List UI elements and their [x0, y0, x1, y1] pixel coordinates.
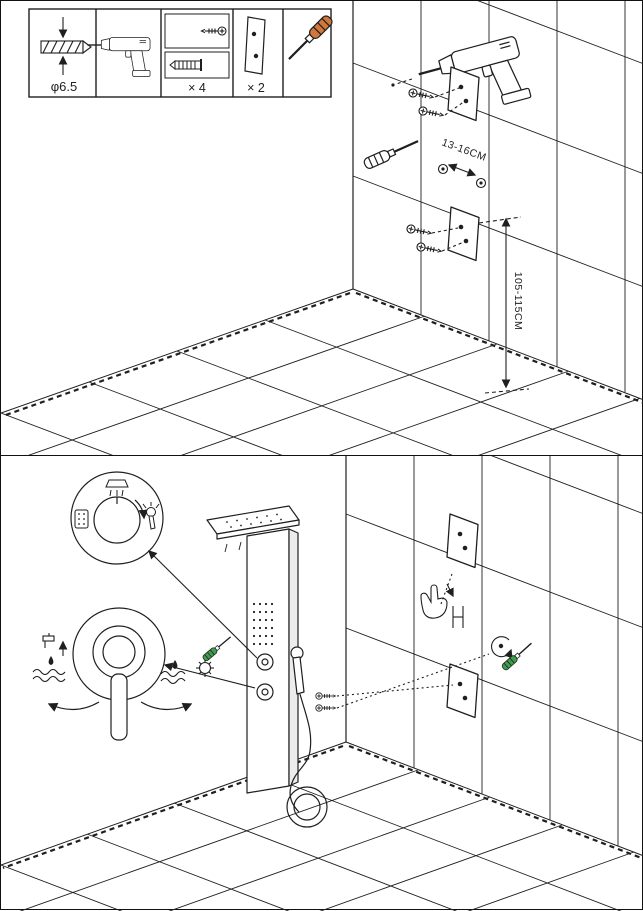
- screw-icon: [405, 223, 433, 238]
- dotted-guide-line: [336, 684, 454, 697]
- hand-shower-icon: [142, 502, 160, 530]
- shower-panel: [206, 505, 328, 828]
- dotted-guide-line: [336, 653, 490, 709]
- bracket-hanging-step: [315, 513, 535, 719]
- wall-anchor-icon: [169, 59, 202, 71]
- floor-tiles: [1, 315, 643, 456]
- detail-pointer-line: [163, 662, 256, 689]
- bracket-spacing-label: 13-16CM: [440, 137, 488, 164]
- legend-box: φ6.5 ×: [28, 8, 335, 98]
- water-drop-icon: [172, 660, 178, 669]
- legend-item-drill-bit: φ6.5: [40, 17, 92, 94]
- step2-panel-hanging: [1, 456, 643, 911]
- mounting-height-dimension: 105-115CM: [478, 216, 530, 394]
- panel-divider: [1, 455, 642, 456]
- temperature-handle-lever: [110, 673, 128, 741]
- legend-item-screw-anchor: × 4: [164, 13, 230, 95]
- dotted-guide-line: [440, 573, 453, 605]
- diverter-knob-icon: [256, 653, 274, 671]
- detail-pointer-line: [148, 550, 258, 659]
- wall-floor-junction: [1, 741, 643, 870]
- hand-shower-hose: [286, 693, 328, 828]
- mounting-bracket-icon: [446, 513, 479, 569]
- lower-bracket-mounting: [405, 206, 480, 262]
- drilled-hole: [391, 83, 395, 87]
- hot-water-icon: [32, 633, 68, 683]
- upper-bracket-mounting: [407, 66, 480, 122]
- adjust-screwdriver-icon: [201, 633, 234, 663]
- legend-item-bracket: × 2: [244, 16, 266, 95]
- anchor-quantity-label: × 4: [188, 81, 206, 95]
- tiled-wall: [345, 456, 643, 846]
- tighten-screw-rotate-icon: [491, 636, 535, 672]
- floor-tiles: [1, 769, 643, 911]
- hand-shower-icon: [290, 646, 305, 695]
- rain-shower-head-icon: [206, 505, 300, 553]
- temperature-knob-icon: [256, 683, 274, 701]
- body-jets: [252, 602, 274, 646]
- drilling-step: [391, 34, 533, 125]
- drill-bit-diameter-label: φ6.5: [51, 79, 78, 94]
- rain-shower-icon: [105, 479, 129, 497]
- screw-icon: [315, 692, 336, 700]
- mounting-bracket-icon: [446, 663, 479, 719]
- screw-icon: [415, 241, 443, 256]
- temperature-handle-icon: [92, 625, 146, 679]
- step1-drilling-panel: φ6.5 ×: [1, 1, 643, 456]
- bracket-quantity-label: × 2: [247, 81, 265, 95]
- rotate-handle-arrow-icon: [140, 701, 193, 712]
- bracket-hook-icon: [452, 606, 464, 628]
- screwdriver-icon: [361, 135, 422, 171]
- body-jets-icon: [74, 509, 89, 529]
- mounting-bracket-icon: [244, 16, 266, 75]
- screw-icon: [417, 105, 445, 120]
- water-drop-icon: [48, 656, 54, 665]
- cold-water-icon: [160, 633, 234, 685]
- mounting-height-label: 105-115CM: [512, 272, 524, 331]
- temperature-limiter-icon: [196, 659, 214, 677]
- drill-guide-dashes: [395, 78, 413, 85]
- mounting-bracket-icon: [447, 206, 480, 262]
- screw-icon: [315, 704, 336, 712]
- temperature-detail-circle: [47, 607, 193, 741]
- hand-press-icon: [420, 583, 454, 619]
- rotate-arrow-icon: [134, 499, 149, 520]
- diverter-detail-circle: [70, 471, 164, 565]
- anchor-spacing-dimension: 13-16CM: [437, 137, 488, 189]
- rotate-handle-arrow-icon: [47, 701, 100, 712]
- mounting-bracket-icon: [447, 66, 480, 122]
